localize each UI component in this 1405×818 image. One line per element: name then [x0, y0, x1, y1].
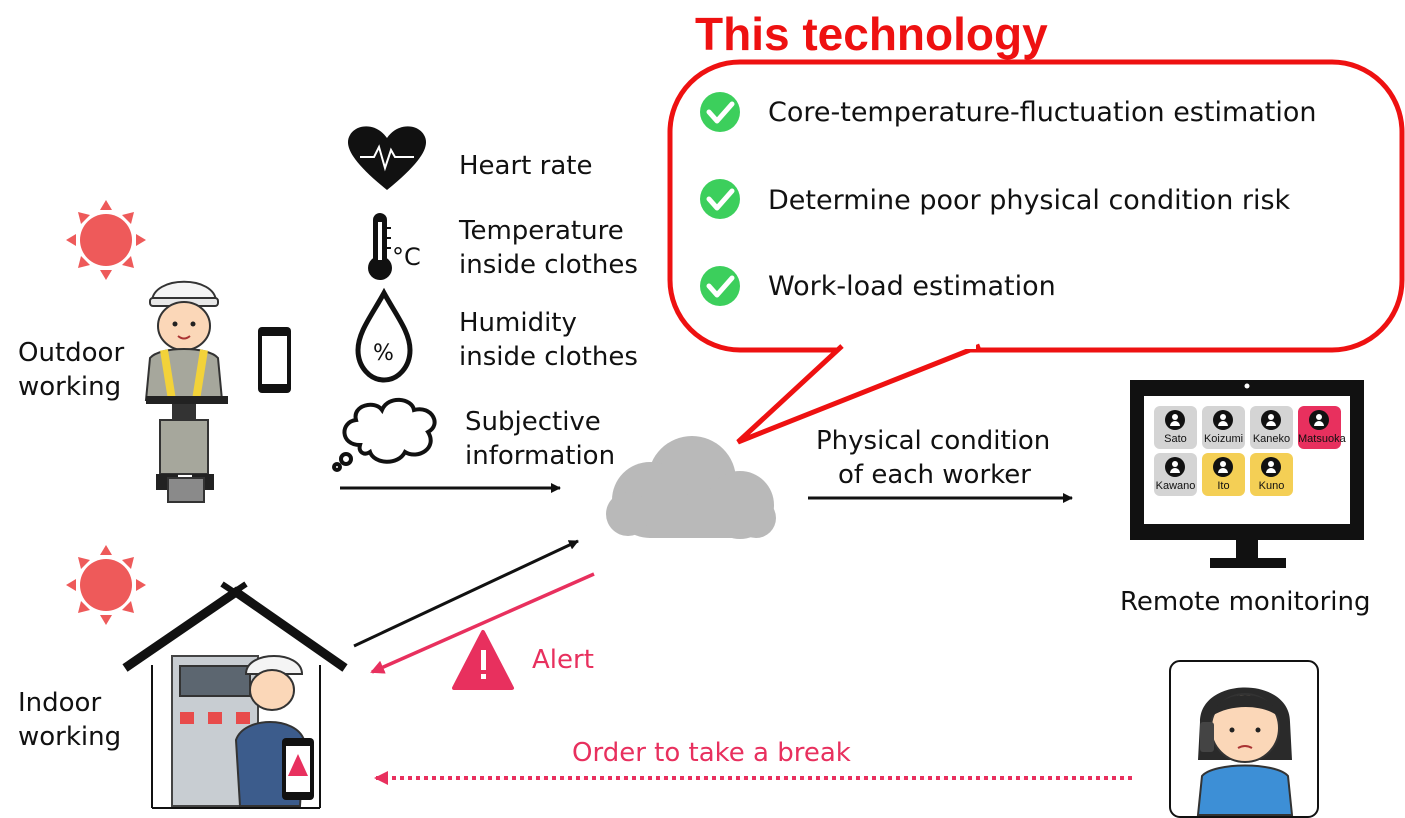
manager-illustration [1169, 660, 1319, 818]
humidity-label-line2: inside clothes [459, 342, 638, 372]
worker-name-label: Ito [1217, 480, 1230, 492]
indoor-label-line2: working [18, 722, 122, 752]
temperature-label-line1: Temperature [459, 216, 624, 246]
temperature-label-line2: inside clothes [459, 250, 638, 280]
user-avatar-icon [1213, 410, 1233, 430]
sun-icon [66, 545, 146, 625]
break-order-label: Order to take a break [572, 738, 851, 768]
worker-status-tile: Sato [1154, 406, 1197, 449]
indoor-label-line1: Indoor [18, 688, 102, 718]
alert-warning-icon [452, 630, 514, 690]
worker-name-label: Kaneko [1252, 433, 1291, 445]
celsius-unit: °C [392, 243, 421, 271]
heart-rate-label: Heart rate [459, 151, 593, 181]
alert-arrow [370, 572, 595, 674]
remote-monitoring-label: Remote monitoring [1120, 587, 1371, 617]
subjective-label-line1: Subjective [465, 407, 601, 437]
feature-core-temperature: Core-temperature-fluctuation estimation [768, 97, 1317, 128]
humidity-label-line1: Humidity [459, 308, 577, 338]
humidity-drop-icon [355, 287, 413, 383]
feature-workload: Work-load estimation [768, 271, 1056, 302]
sun-icon [66, 200, 146, 280]
worker-name-label: Koizumi [1203, 433, 1244, 445]
worker-status-tile: Kawano [1154, 453, 1197, 496]
user-avatar-icon [1309, 410, 1329, 430]
worker-name-label: Sato [1164, 433, 1187, 445]
user-avatar-icon [1261, 457, 1281, 477]
thought-bubble-icon [332, 397, 437, 472]
check-circle-icon [700, 266, 740, 306]
user-avatar-icon [1213, 457, 1233, 477]
feature-risk-determination: Determine poor physical condition risk [768, 185, 1291, 216]
outdoor-label-line2: working [18, 372, 122, 402]
heart-rate-icon [347, 126, 427, 190]
thermometer-icon [368, 213, 392, 280]
physical-condition-label-line2: of each worker [838, 460, 1031, 490]
worker-status-tile: Kaneko [1250, 406, 1293, 449]
worker-name-label: Kawano [1155, 480, 1196, 492]
worker-status-tile: Ito [1202, 453, 1245, 496]
alert-label: Alert [532, 645, 594, 675]
indoor-house-illustration [122, 581, 348, 809]
physical-condition-label-line1: Physical condition [816, 426, 1051, 456]
smartphone-icon [258, 327, 291, 393]
user-avatar-icon [1261, 410, 1281, 430]
subjective-label-line2: information [465, 441, 616, 471]
check-circle-icon [700, 179, 740, 219]
worker-name-label: Matsuoka [1298, 433, 1346, 445]
worker-status-tile: Kuno [1250, 453, 1293, 496]
user-avatar-icon [1165, 410, 1185, 430]
indoor-upload-arrow [353, 539, 579, 648]
humidity-percent-symbol: % [373, 341, 394, 366]
outdoor-label-line1: Outdoor [18, 338, 125, 368]
cloud-icon [606, 436, 776, 539]
worker-status-tile: Matsuoka [1298, 406, 1346, 449]
technology-title: This technology [695, 8, 1048, 60]
user-avatar-icon [1165, 457, 1185, 477]
worker-name-label: Kuno [1258, 480, 1285, 492]
worker-status-tile: Koizumi [1202, 406, 1245, 449]
speech-bubble [667, 59, 1405, 445]
outdoor-worker-illustration [144, 280, 228, 503]
check-circle-icon [700, 92, 740, 132]
